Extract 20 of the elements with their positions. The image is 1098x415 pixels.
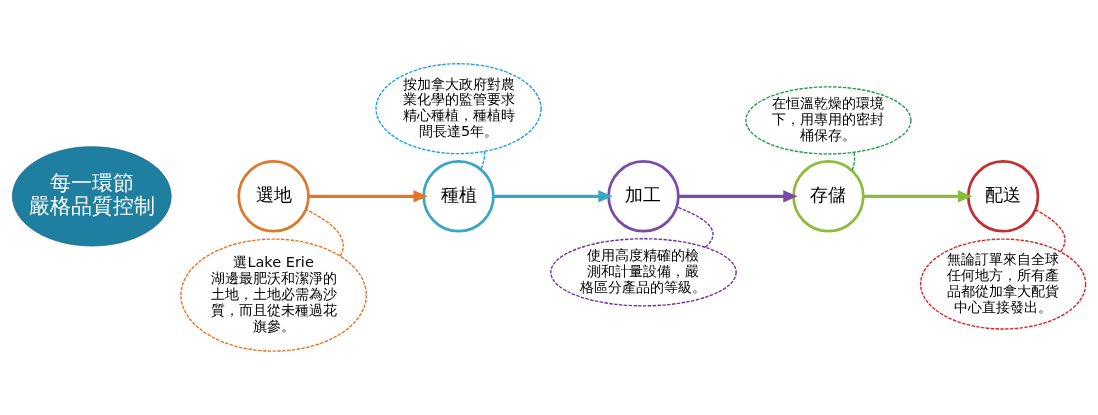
node-ellipse: 按加拿大政府對農業化學的監管要求精心種植，種植時間長達5年。 (375, 63, 542, 155)
node-circle: 選地 (237, 160, 310, 233)
node-circle: 存儲 (792, 160, 865, 233)
node-circle: 種植 (422, 160, 495, 233)
node-ellipse: 使用高度精確的檢測和計量設備，嚴格區分產品的等級。 (550, 238, 737, 307)
connector (480, 150, 486, 170)
connector (676, 206, 714, 248)
arrow (863, 190, 973, 203)
connector (1034, 209, 1066, 253)
node-circle: 配送 (966, 160, 1040, 233)
connector (305, 208, 344, 257)
connector (851, 151, 856, 172)
node-ellipse: 在恒溫乾燥的環境下，用專用的密封桶保存。 (745, 86, 912, 155)
arrow (493, 190, 613, 203)
node-ellipse: 選Lake Erie湖邊最肥沃和潔淨的土地，土地必需為沙質，而且從未種過花旗參。 (180, 238, 367, 352)
node-ellipse: 每一環節 嚴格品質控制 (12, 146, 172, 247)
arrow (308, 190, 428, 203)
node-circle: 加工 (607, 160, 680, 233)
arrow (678, 190, 798, 203)
node-ellipse: 無論訂單來自全球任何地方，所有產品都從加拿大配貨中心直接發出。 (919, 238, 1087, 330)
